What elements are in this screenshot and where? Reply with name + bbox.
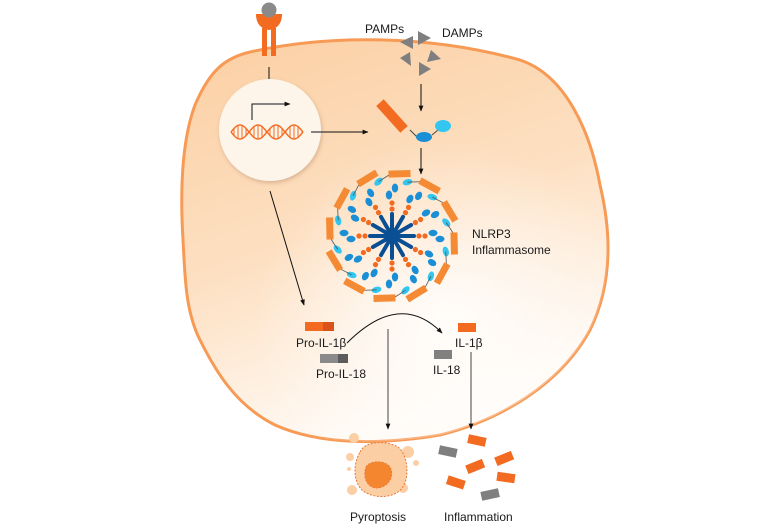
inflammasome-arm [326,217,394,263]
arrow-nucleus-to-procytokines [269,190,305,306]
il1b-icon [458,323,476,332]
pro-il18-label: Pro-IL-18 [316,367,366,381]
inflammasome-icon [325,169,459,303]
inflammation-label: Inflammation [444,510,513,524]
pamps-damps-icon [400,31,441,76]
transcription-arrow-icon [251,101,291,120]
ligand-icon [261,2,277,18]
arrow-cleavage [346,313,443,344]
inflammation-icon [438,434,516,501]
pro-il18-icon [320,354,348,363]
nlrp3-monomer-icon [376,99,451,142]
receptor-icon [256,2,282,56]
inflammasome-arm [373,234,419,302]
nucleus [219,79,321,181]
inflammasome-arm [347,169,394,238]
pamps-label: PAMPs [365,22,404,36]
inflammasome-label: Inflammasome [472,243,551,257]
il1b-label: IL-1β [455,336,483,350]
il18-label: IL-18 [433,363,461,377]
il18-icon [434,350,452,359]
damps-label: DAMPs [442,26,483,40]
pyroptosis-label: Pyroptosis [350,510,406,524]
nlrp3-label: NLRP3 [472,227,511,241]
pyroptosis-icon [346,433,419,497]
inflammasome-arm [390,209,458,255]
pro-il1b-label: Pro-IL-1β [296,336,346,350]
dna-icon [230,124,304,140]
inflammasome-arm [390,191,459,238]
pro-il1b-icon [305,322,334,331]
